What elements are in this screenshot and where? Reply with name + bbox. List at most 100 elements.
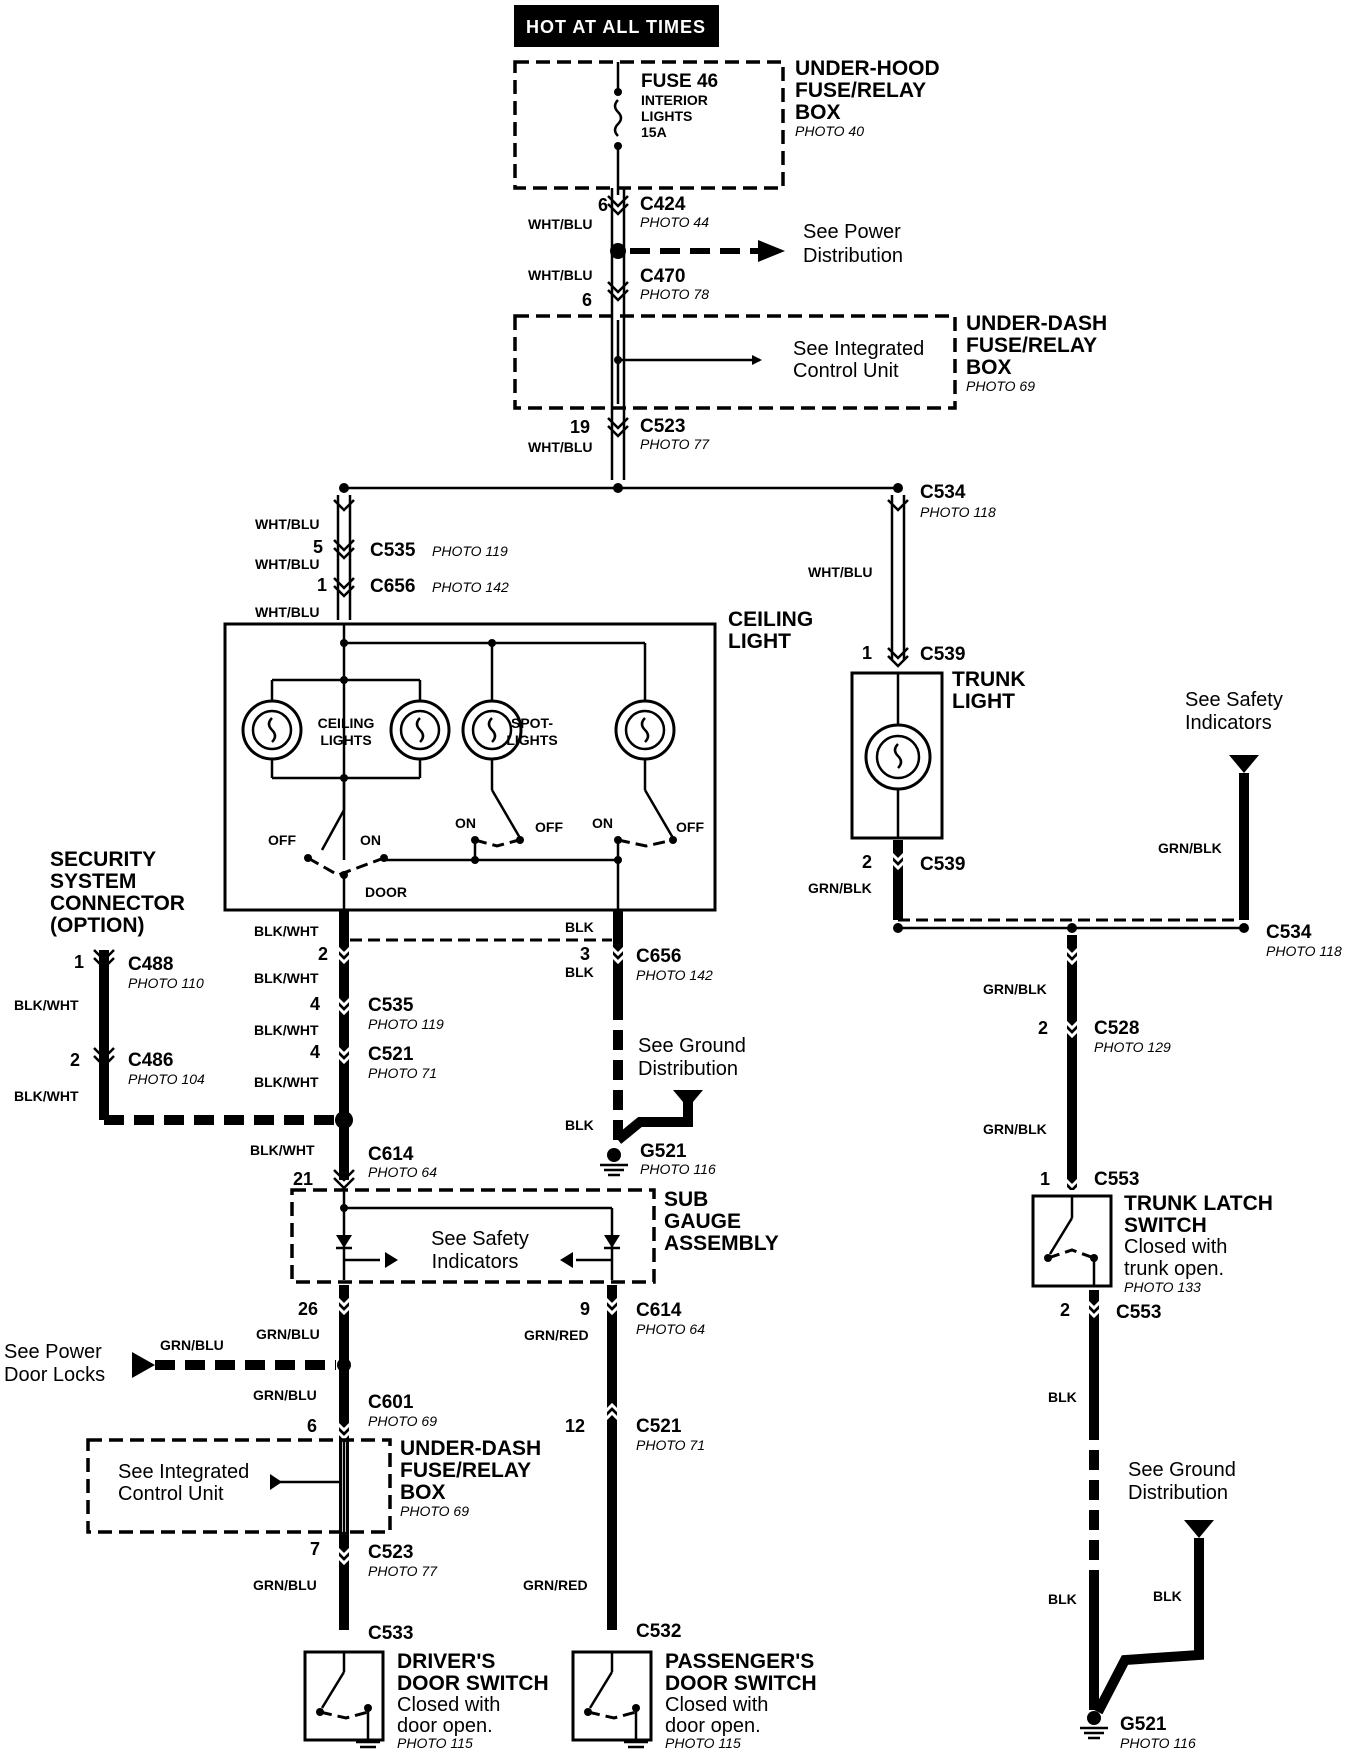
wire-label: GRN/BLK — [983, 1121, 1047, 1137]
wire-label: BLK/WHT — [250, 1142, 315, 1158]
security-label-4: (OPTION) — [50, 914, 145, 937]
connector-label-c528: C528 — [1094, 1018, 1139, 1039]
photo-label: PHOTO 71 — [368, 1065, 437, 1081]
wire-label: GRN/RED — [523, 1577, 588, 1593]
ground-g521-right — [1080, 1711, 1108, 1740]
photo-label: PHOTO 142 — [636, 967, 713, 983]
wire-label: BLK — [565, 1117, 594, 1133]
photo-label: PHOTO 64 — [368, 1164, 437, 1180]
spot1-off: OFF — [535, 819, 563, 835]
photo-label: PHOTO 133 — [1124, 1279, 1201, 1295]
wire-label: WHT/BLU — [255, 556, 320, 572]
spot2-on: ON — [592, 815, 613, 831]
spot2-off: OFF — [676, 819, 704, 835]
note-ground-1: See Ground — [638, 1035, 746, 1057]
underdash-fuse-box-lower — [86, 1438, 392, 1534]
photo-label: PHOTO 118 — [1266, 943, 1342, 959]
fuse-46 — [613, 62, 623, 195]
photo-label: PHOTO 118 — [920, 504, 996, 520]
connector-label-c534-b: C534 — [1266, 922, 1312, 943]
pin-label: 5 — [313, 537, 323, 557]
ceiling-light-title-1: CEILING — [728, 608, 813, 631]
security-label-3: CONNECTOR — [50, 892, 185, 915]
wire-label: WHT/BLU — [808, 564, 873, 580]
photo-label: PHOTO 119 — [432, 543, 508, 559]
pin-label: 2 — [318, 944, 328, 964]
trunk-light-label-2: LIGHT — [952, 690, 1015, 713]
ground-g521-middle — [600, 1148, 628, 1177]
photo-label: PHOTO 71 — [636, 1437, 705, 1453]
sub-gauge-label-1: SUB — [664, 1188, 708, 1211]
underdash-box-label-2: FUSE/RELAY — [966, 334, 1097, 357]
photo-label: PHOTO 115 — [397, 1735, 473, 1751]
connector-label-c488: C488 — [128, 954, 173, 975]
note-safety-right-1: See Safety — [1185, 689, 1283, 711]
connector-label-c424: C424 — [640, 194, 686, 215]
wire-label: BLK — [1048, 1591, 1077, 1607]
pin-label: 1 — [1040, 1169, 1050, 1189]
wire-label: BLK — [565, 919, 594, 935]
photo-label: PHOTO 116 — [640, 1161, 716, 1177]
underdash-box-photo: PHOTO 69 — [966, 378, 1035, 394]
connector-label-c553-b: C553 — [1116, 1302, 1161, 1323]
underdash-box-label-3: BOX — [966, 356, 1012, 379]
trunk-light — [850, 671, 944, 840]
connector-c470 — [607, 281, 629, 302]
photo-label: PHOTO 115 — [665, 1735, 741, 1751]
note-power-door-locks-1: See Power — [4, 1341, 102, 1363]
trunk-light-label-1: TRUNK — [952, 668, 1026, 691]
underdash-lower-label-3: BOX — [400, 1481, 446, 1504]
wire-label: GRN/BLK — [983, 981, 1047, 997]
wire-label: BLK — [1048, 1389, 1077, 1405]
trunk-latch-label-3: Closed with — [1124, 1236, 1227, 1258]
note-power-distribution-2: Distribution — [803, 245, 903, 267]
underdash-box-label-1: UNDER-DASH — [966, 312, 1107, 335]
fuse-line2: LIGHTS — [641, 108, 692, 124]
passenger-switch-label-2: DOOR SWITCH — [665, 1672, 817, 1695]
driver-switch-label-4: door open. — [397, 1715, 493, 1737]
wire-label: GRN/BLU — [160, 1337, 224, 1353]
note-ground-right-1: See Ground — [1128, 1459, 1236, 1481]
photo-label: PHOTO 78 — [640, 286, 709, 302]
fuse-line1: INTERIOR — [641, 92, 708, 108]
note-icu-2: Control Unit — [793, 360, 899, 382]
wire-label: BLK/WHT — [254, 923, 319, 939]
ceiling-lights-label-2: LIGHTS — [320, 732, 371, 748]
pin-label: 7 — [310, 1539, 320, 1559]
connector-label-c535: C535 — [370, 540, 416, 561]
trunk-latch-label-2: SWITCH — [1124, 1214, 1207, 1237]
security-label-1: SECURITY — [50, 848, 156, 871]
driver-switch-label-1: DRIVER'S — [397, 1650, 495, 1673]
connector-label-c656: C656 — [370, 576, 415, 597]
connector-label-c614-b: C614 — [636, 1300, 682, 1321]
underhood-box-label-1: UNDER-HOOD — [795, 57, 940, 80]
connector-label-c553: C553 — [1094, 1169, 1139, 1190]
connector-label-g521-b: G521 — [1120, 1714, 1167, 1735]
pin-label: 2 — [862, 852, 872, 872]
pin-label: 19 — [570, 417, 590, 437]
connector-label-c656-b: C656 — [636, 946, 681, 967]
connector-label-c521-b: C521 — [636, 1416, 682, 1437]
pin-label: 4 — [310, 1042, 320, 1062]
passenger-switch-label-3: Closed with — [665, 1694, 768, 1716]
wire-label: GRN/RED — [524, 1327, 589, 1343]
security-label-2: SYSTEM — [50, 870, 136, 893]
spot1-on: ON — [455, 815, 476, 831]
ceiling-switch-off: OFF — [268, 832, 296, 848]
spot-bulb-1 — [461, 680, 523, 790]
hot-at-all-times-label: HOT AT ALL TIMES — [514, 5, 719, 47]
connector-c424 — [607, 195, 629, 216]
pin-label: 1 — [862, 643, 872, 663]
note-icu-lower-2: Control Unit — [118, 1483, 224, 1505]
ceiling-switch-on: ON — [360, 832, 381, 848]
photo-label: PHOTO 142 — [432, 579, 509, 595]
svg-text:HOT AT ALL TIMES: HOT AT ALL TIMES — [526, 17, 706, 37]
note-ground-right-2: Distribution — [1128, 1482, 1228, 1504]
photo-label: PHOTO 77 — [368, 1563, 438, 1579]
pin-label: 3 — [580, 944, 590, 964]
connector-label-c539: C539 — [920, 644, 965, 665]
wire-label: BLK/WHT — [14, 1088, 79, 1104]
connector-c523-top — [607, 417, 629, 438]
wire-label: WHT/BLU — [255, 604, 320, 620]
driver-switch-label-3: Closed with — [397, 1694, 500, 1716]
